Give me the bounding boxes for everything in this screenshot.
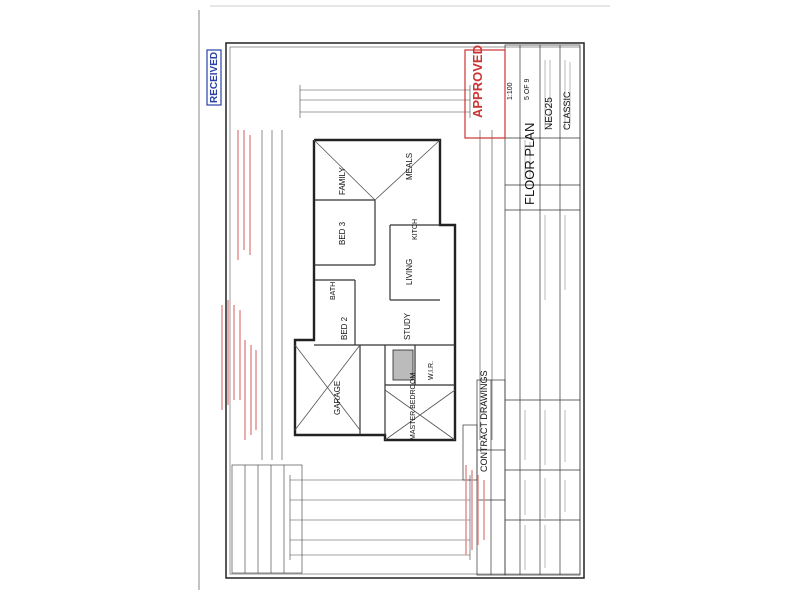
received-stamp-box (206, 49, 222, 106)
room-wir: W.I.R. (428, 360, 435, 380)
notes-table (231, 464, 303, 574)
room-bed2: BED 2 (340, 316, 349, 340)
room-master-bedroom: MASTER BEDROOM (410, 372, 417, 440)
room-bath: BATH (330, 281, 337, 300)
approved-stamp: APPROVED (470, 45, 485, 118)
drawing-title: FLOOR PLAN (522, 122, 537, 205)
design-name: NEO25 (544, 97, 555, 130)
received-stamp: RECEIVED (209, 51, 220, 103)
room-kitchen: KITCH (412, 219, 419, 240)
room-meals: MEALS (405, 152, 414, 180)
title-block-fine-text (524, 60, 571, 570)
facade-name: CLASSIC (562, 91, 572, 130)
ceiling-lines (294, 139, 456, 441)
room-family: FAMILY (338, 167, 347, 195)
room-study: STUDY (403, 312, 412, 340)
drawing-frame (225, 42, 585, 579)
title-block (504, 44, 581, 576)
room-bed3: BED 3 (338, 221, 347, 245)
contract-drawings-header: CONTRACT DRAWINGS (479, 370, 489, 472)
house-walls (293, 138, 457, 442)
sheet-label: 5 OF 9 (524, 78, 531, 100)
dimension-lines (261, 85, 493, 560)
scale-label: 1:100 (507, 82, 514, 100)
stair-block (392, 349, 414, 381)
internal-walls (314, 199, 455, 435)
markup-annotations (221, 130, 485, 555)
room-garage: GARAGE (333, 380, 342, 415)
approved-stamp-box (464, 49, 506, 139)
room-living: LIVING (405, 258, 414, 285)
